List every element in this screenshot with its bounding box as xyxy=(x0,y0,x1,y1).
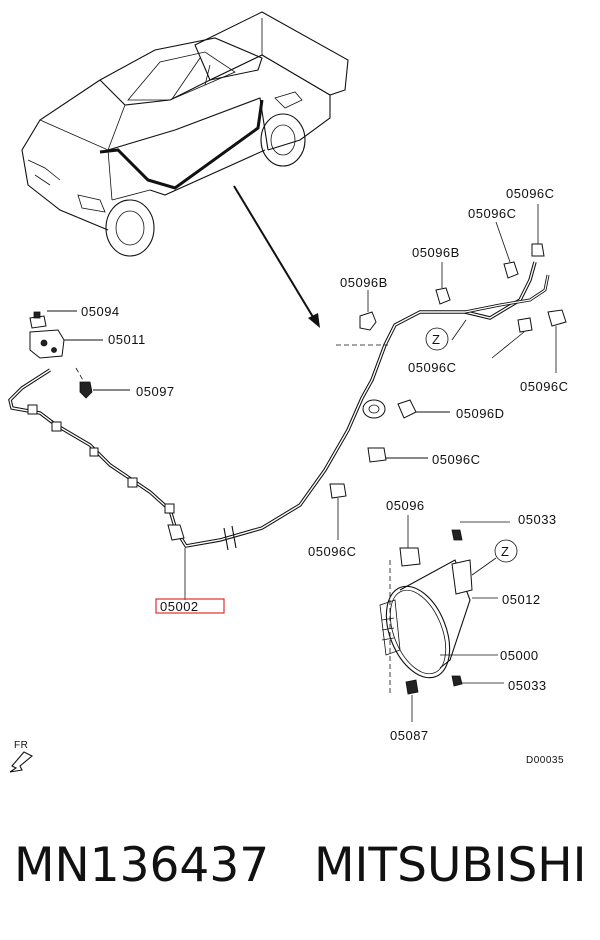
direction-arrow xyxy=(233,185,320,328)
clip-05096C-top xyxy=(503,243,545,279)
connector-bracket-05011 xyxy=(29,311,65,359)
clip-05096C-center xyxy=(329,483,347,499)
clip-05096C-right xyxy=(517,309,567,333)
highlight-box xyxy=(155,598,225,614)
label-05012: 05012 xyxy=(502,592,541,607)
label-05002: 05002 xyxy=(160,599,199,614)
product-footer: MN136437 MITSUBISHI xyxy=(0,838,600,898)
label-05096D: 05096D xyxy=(456,406,505,421)
label-05000: 05000 xyxy=(500,648,539,663)
label-05096B-top: 05096B xyxy=(412,245,460,260)
label-05096C-top1: 05096C xyxy=(506,186,555,201)
clip-05096D xyxy=(397,399,417,419)
clip-05096B-top xyxy=(435,287,451,305)
wiring-harness-05002 xyxy=(8,261,550,551)
zone-z-label-2: Z xyxy=(501,544,509,559)
front-label: FR xyxy=(14,740,28,751)
label-05096C-clip: 05096C xyxy=(308,544,357,559)
clip-05096C-lower xyxy=(367,447,387,463)
clip-05096B-left xyxy=(359,311,377,331)
label-05011: 05011 xyxy=(108,332,146,347)
parts-diagram: 05094 05011 05097 05002 05096B 05096B 05… xyxy=(8,11,569,773)
part-number: MN136437 xyxy=(14,838,270,893)
label-05096C-top2: 05096C xyxy=(468,206,517,221)
front-direction-icon xyxy=(9,751,33,773)
clip-05097 xyxy=(79,381,93,399)
label-05087: 05087 xyxy=(390,728,429,743)
zone-z-label-1: Z xyxy=(432,332,440,347)
label-05096C-mid: 05096C xyxy=(408,360,457,375)
label-05033-bottom: 05033 xyxy=(508,678,547,693)
label-05096C-lower: 05096C xyxy=(432,452,481,467)
label-05096B-left: 05096B xyxy=(340,275,388,290)
label-05097: 05097 xyxy=(136,384,175,399)
fuel-lid-assembly xyxy=(379,529,473,695)
pickup-truck-illustration xyxy=(21,11,349,257)
drawing-id: D00035 xyxy=(526,755,564,766)
brand-name: MITSUBISHI xyxy=(314,838,587,893)
label-05033-top: 05033 xyxy=(518,512,557,527)
label-05096: 05096 xyxy=(386,498,425,513)
label-05096C-right: 05096C xyxy=(520,379,569,394)
label-05094: 05094 xyxy=(81,304,120,319)
